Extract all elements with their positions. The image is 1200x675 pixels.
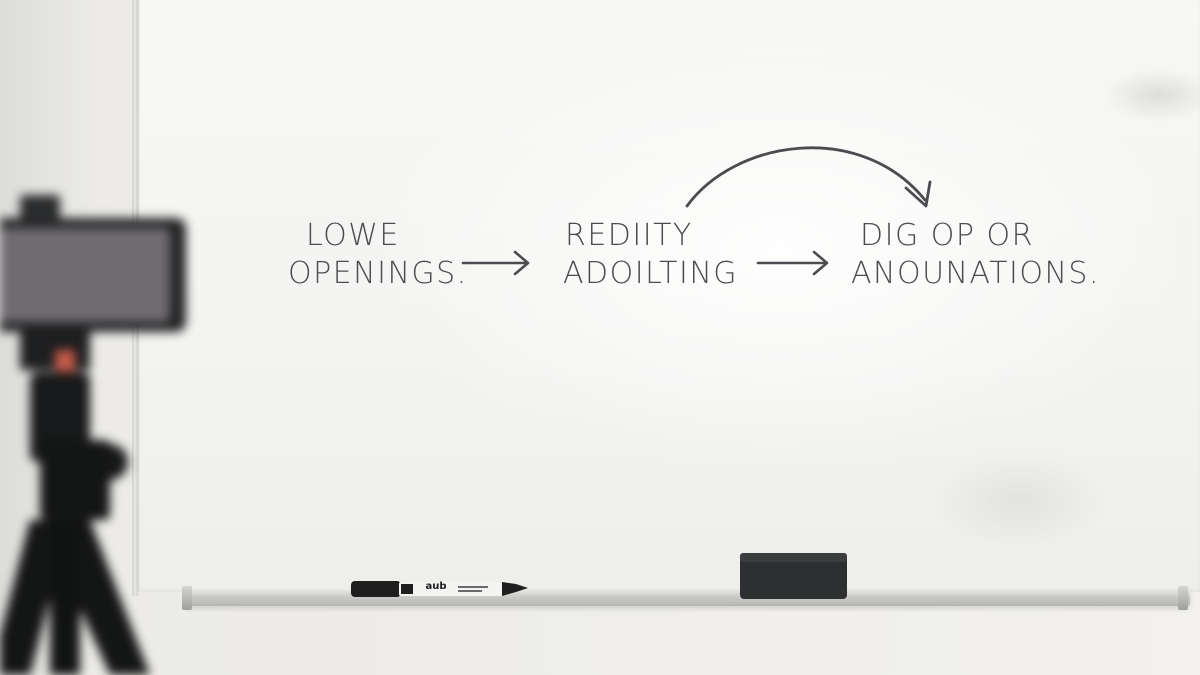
- whiteboard: [136, 0, 1200, 592]
- step-3-text-2: ANOUNATIONS.: [851, 256, 1100, 292]
- curved-arrow-icon: [685, 146, 932, 208]
- step-3-text: DIG OP OR: [860, 218, 1034, 254]
- step-1-line-2: OPENINGS.: [288, 256, 468, 291]
- step-3-line-1: DIG OP OR: [860, 218, 1034, 253]
- smartphone-on-tripod-icon: [0, 195, 186, 675]
- tray-end-cap: [182, 586, 192, 610]
- step-1-text: LOWE: [306, 218, 400, 254]
- tray-end-cap: [1178, 586, 1188, 610]
- step-2-text-2: ADOILTING: [563, 256, 738, 292]
- right-arrow-icon: [461, 250, 530, 276]
- step-3-line-2: ANOUNATIONS.: [851, 256, 1100, 291]
- dry-erase-marker-icon[interactable]: [351, 581, 528, 597]
- phone-tripod: [0, 0, 200, 675]
- right-arrow-icon: [756, 250, 829, 276]
- whiteboard-eraser-icon[interactable]: [740, 553, 847, 599]
- step-2-line-2: ADOILTING: [563, 256, 739, 291]
- step-2-text: REDIITY: [565, 218, 693, 254]
- step-2-line-1: REDIITY: [565, 218, 693, 253]
- step-1-line-1: LOWE: [306, 218, 400, 253]
- marker-brand-label: aub: [425, 581, 447, 592]
- step-1-text-2: OPENINGS.: [288, 256, 468, 292]
